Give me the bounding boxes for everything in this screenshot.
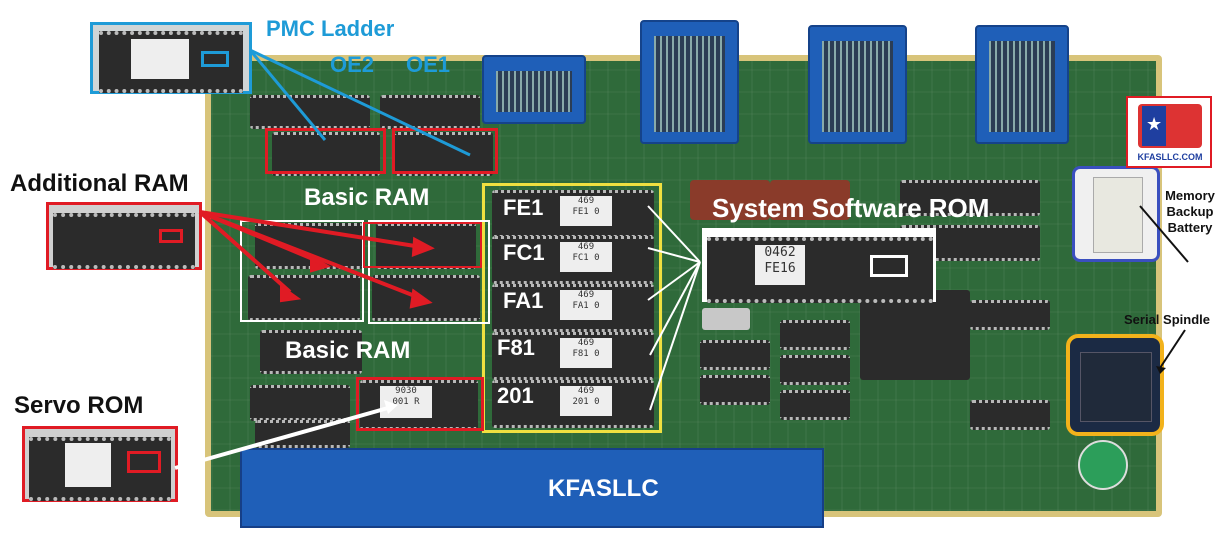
connector-4 [975, 25, 1069, 144]
ram-chip [395, 132, 493, 176]
ram-chip [248, 275, 360, 321]
additional-ram-highlight-box [363, 222, 482, 268]
rom-label-201: 201 [497, 383, 534, 408]
rom-sticker-fa1: 469 FA1 0 [560, 290, 612, 320]
crystal-oscillator [702, 308, 750, 330]
connector-2 [640, 20, 739, 144]
ram-chip [272, 132, 380, 176]
electrolytic-capacitor [1078, 440, 1128, 490]
cpu-chip [860, 290, 970, 380]
logic-chip [700, 340, 770, 370]
connector-3 [808, 25, 907, 144]
ram-chip [900, 180, 1040, 216]
oe1-label: OE1 [406, 52, 451, 77]
pmc-ladder-label: PMC Ladder [266, 16, 395, 41]
system-rom-inset: 0462 FE16 [702, 228, 936, 303]
rom-sticker-fe1: 469 FE1 0 [560, 196, 612, 226]
arrow-right-icon [201, 51, 229, 67]
rom-highlight-box [482, 183, 662, 433]
rom-label-fc1: FC1 [503, 240, 545, 265]
basic-ram-label-top: Basic RAM [304, 184, 430, 211]
basic-ram-box-left [240, 220, 364, 322]
ram-chip [380, 95, 480, 129]
logo-text: KFASLLC.COM [1137, 152, 1203, 162]
arrow-right-icon [127, 451, 161, 473]
additional-ram-label: Additional RAM [10, 170, 189, 197]
capacitor-block [690, 180, 770, 220]
capacitor-block [770, 180, 850, 220]
rom-sticker-fc1: 469 FC1 0 [560, 242, 612, 272]
battery-inset [1072, 166, 1160, 262]
basic-ram-box-right [368, 220, 490, 324]
oe2-highlight-box [265, 128, 386, 174]
edge-connector [240, 448, 824, 528]
memory-backup-battery-label: Memory Backup Battery [1165, 188, 1215, 235]
system-rom-sticker: 0462 FE16 [755, 245, 805, 285]
pmc-ladder-inset [90, 22, 252, 94]
rom-label-fa1: FA1 [503, 288, 544, 313]
logo-star-icon: ★ [1146, 114, 1163, 134]
rom-label-fe1: FE1 [503, 195, 544, 220]
additional-ram-inset [46, 202, 202, 270]
oe2-label: OE2 [330, 52, 375, 77]
rom-sticker-201: 469 201 0 [560, 386, 612, 416]
logic-chip [780, 320, 850, 350]
kfasllc-label: KFASLLC [548, 475, 659, 502]
oe1-highlight-box [392, 128, 498, 174]
pmc-ladder-sticker [131, 39, 189, 79]
servo-inset-sticker [65, 443, 111, 487]
kfasllc-logo: ★ KFASLLC.COM [1126, 96, 1212, 168]
logic-chip [780, 390, 850, 420]
servo-rom-inset [22, 426, 178, 502]
logic-chip [780, 355, 850, 385]
serial-spindle-inset [1066, 334, 1164, 436]
serial-spindle-label: Serial Spindle [1124, 312, 1210, 327]
logic-chip [250, 385, 350, 421]
arrow-right-icon [159, 229, 183, 243]
basic-ram-label-bottom: Basic RAM [285, 337, 411, 364]
logic-chip [700, 375, 770, 405]
ram-chip [372, 275, 480, 321]
rom-label-f81: F81 [497, 335, 535, 360]
servo-rom-label: Servo ROM [14, 392, 144, 419]
ram-chip [260, 330, 362, 374]
system-software-rom-label: System Software ROM [712, 193, 990, 223]
arrow-right-icon [870, 255, 908, 277]
servo-rom-highlight-box [356, 377, 484, 431]
logic-chip [970, 300, 1050, 330]
logic-chip [970, 400, 1050, 430]
connector-1 [482, 55, 586, 124]
rom-sticker-f81: 469 F81 0 [560, 338, 612, 368]
